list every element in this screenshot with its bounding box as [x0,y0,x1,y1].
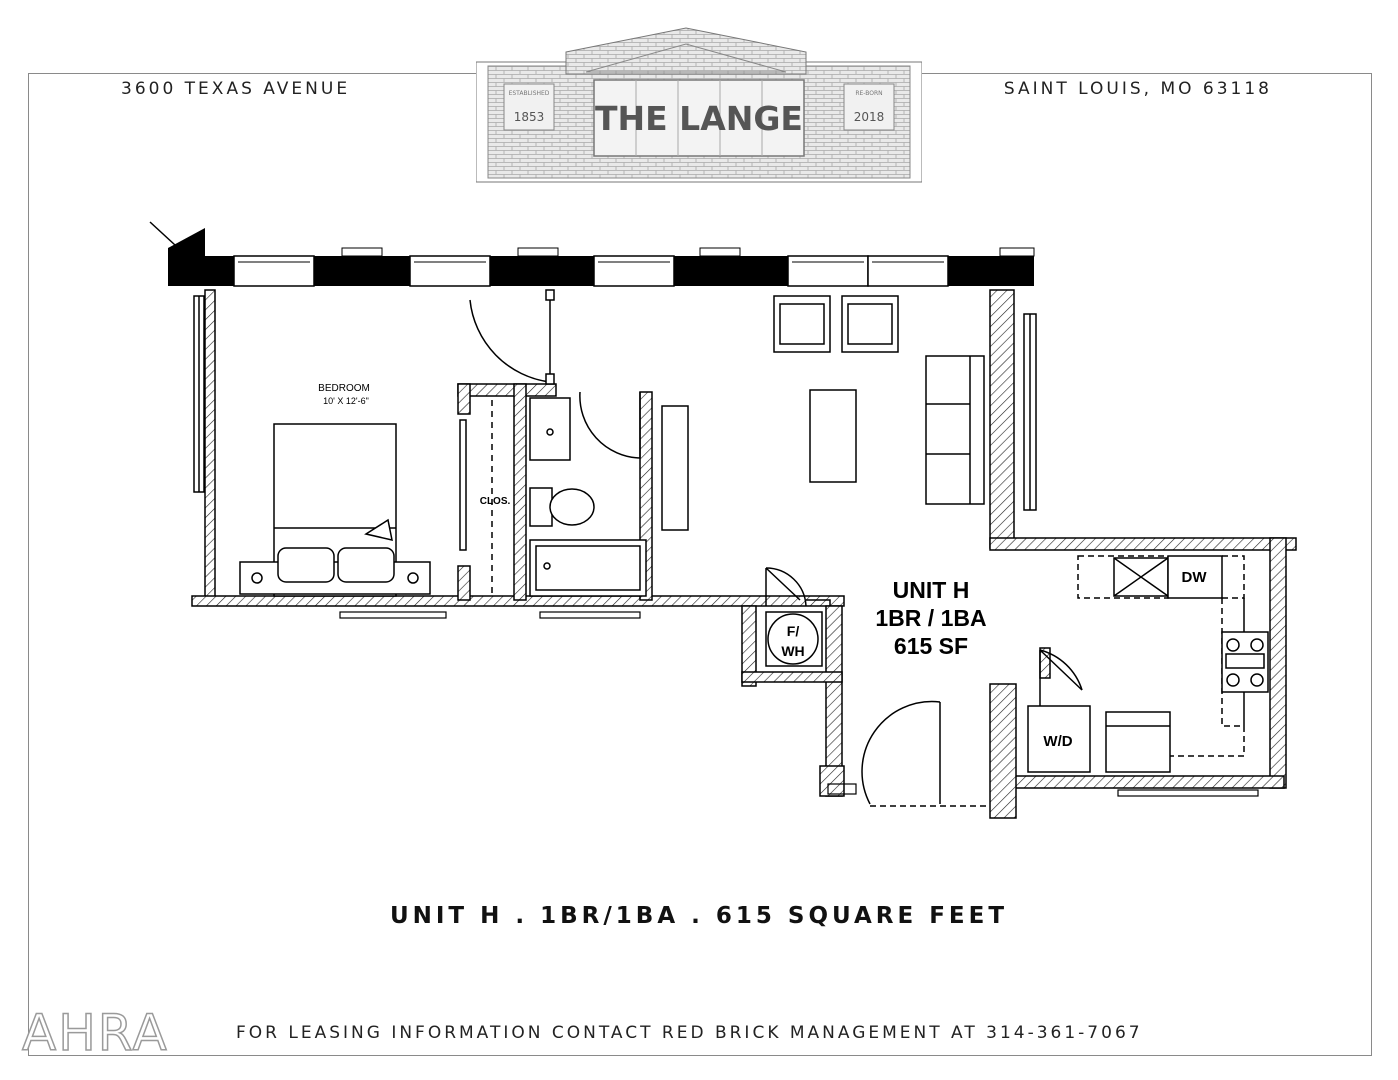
watermark: AHRA [21,1003,169,1063]
interior-walls [191,289,1297,819]
bed [239,423,431,597]
leasing-contact: FOR LEASING INFORMATION CONTACT RED BRIC… [236,1023,1143,1043]
unit-area-label: 615 SF [894,633,968,659]
logo-right-year: 2018 [854,110,885,124]
logo-name: THE LANGE [595,99,803,138]
bath-door [579,391,641,459]
logo-right-label: RE-BORN [855,90,882,97]
bottom-windows [339,611,1259,797]
fwh-label-2: WH [781,643,804,659]
bedroom-door [469,289,555,385]
wd-label: W/D [1043,733,1072,750]
logo-left-label: ESTABLISHED [509,90,550,97]
kitchen [1077,555,1269,757]
building-logo: THE LANGE ESTABLISHED 1853 RE-BORN 2018 [476,27,922,183]
unit-summary-title: UNIT H . 1BR/1BA . 615 SQUARE FEET [389,903,1009,929]
unit-type-label: 1BR / 1BA [875,605,986,631]
dw-label: DW [1182,569,1208,586]
living-furniture [661,295,985,531]
entry-door [861,700,990,807]
unit-name-label: UNIT H [893,577,970,603]
fwh-closet [765,567,831,667]
city-text: SAINT LOUIS, MO 63118 [1003,79,1272,99]
closet-label: CLOS. [480,496,511,507]
bedroom-label: BEDROOM [318,383,370,394]
left-window [193,295,205,493]
closet [459,400,493,596]
bedroom-size: 10' X 12'-6" [323,396,369,406]
logo-gable [565,27,807,75]
laundry [1027,649,1171,773]
right-window [1023,313,1037,511]
fwh-label-1: F/ [787,623,800,639]
exterior-wall-top [149,221,1035,287]
address-text: 3600 TEXAS AVENUE [121,79,351,99]
bathroom-fixtures [529,397,647,597]
logo-left-year: 1853 [514,110,545,124]
